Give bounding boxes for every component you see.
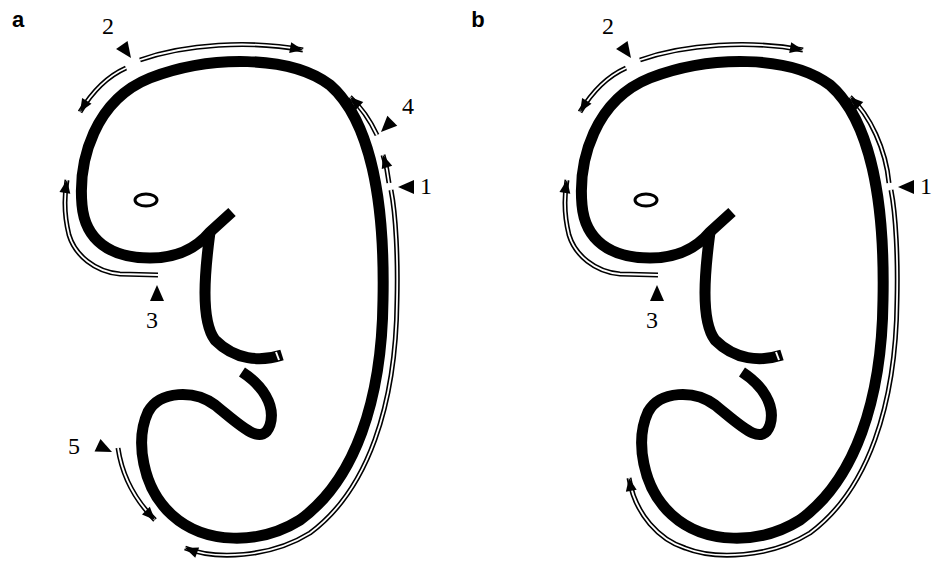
arrow-outline [629, 190, 897, 555]
arrow-outline [65, 180, 158, 275]
embryo-outline [581, 62, 883, 539]
growth-arrow [626, 190, 897, 555]
callout-pointer [650, 285, 664, 301]
arrow-core [850, 97, 889, 183]
tip-mark [776, 352, 779, 360]
callout-number: 3 [146, 308, 158, 332]
arrow-core [350, 97, 377, 135]
callout-number: 4 [402, 94, 414, 118]
arrow-core [118, 448, 155, 520]
callout-number: 1 [420, 174, 432, 198]
callout-pointer [381, 116, 397, 132]
callout-pointer [616, 41, 631, 58]
tip-mark [276, 352, 279, 360]
arrow-core [580, 68, 626, 112]
growth-arrow [580, 68, 626, 112]
arrow-outline [580, 68, 626, 112]
arrow-core [80, 68, 126, 112]
arrow-core [140, 45, 303, 60]
arrow-head [580, 98, 591, 112]
growth-arrow [80, 68, 126, 112]
arrow-head [80, 98, 91, 112]
arrow-core [640, 45, 803, 60]
arrow-outline [140, 45, 303, 60]
arrow-outline [350, 97, 377, 135]
arrow-outline [185, 190, 397, 555]
arrow-head [185, 547, 199, 557]
arrow-core [185, 190, 397, 555]
callout-pointer [116, 41, 131, 58]
arrow-outline [640, 45, 803, 60]
panel-letter: b [471, 9, 484, 31]
growth-arrow [382, 155, 392, 183]
arrow-core [565, 180, 658, 275]
embryo-eye [635, 194, 657, 206]
callout-number: 1 [920, 174, 932, 198]
callout-pointer [95, 439, 112, 452]
growth-arrow [559, 180, 658, 275]
embryo-outline [205, 232, 282, 359]
growth-arrow [59, 180, 158, 275]
arrow-outline [565, 180, 658, 275]
embryo-panel [59, 41, 414, 558]
arrow-core [65, 180, 158, 275]
arrow-head [289, 42, 303, 53]
callout-number: 3 [646, 308, 658, 332]
callout-pointer [398, 180, 414, 194]
growth-arrow [185, 190, 397, 558]
callout-number: 5 [68, 434, 80, 458]
arrow-head [559, 180, 570, 194]
arrow-outline [80, 68, 126, 112]
arrow-head [789, 42, 803, 53]
embryo-outline [81, 62, 383, 539]
panel-letter: a [12, 9, 24, 31]
arrow-outline [850, 97, 889, 183]
growth-arrow [640, 42, 803, 60]
growth-arrow [850, 97, 889, 183]
callout-number: 2 [602, 14, 614, 38]
embryo-outline [705, 232, 782, 359]
callout-pointer [150, 285, 164, 301]
embryo-panel [559, 41, 914, 555]
embryo-eye [135, 194, 157, 206]
growth-arrow [118, 448, 155, 520]
arrow-head [59, 180, 70, 194]
arrow-head [850, 97, 863, 110]
arrow-head [350, 97, 363, 110]
callout-pointer [898, 180, 914, 194]
growth-arrow [140, 42, 303, 60]
growth-arrow [350, 97, 377, 135]
arrow-head [382, 155, 392, 169]
callout-number: 2 [102, 14, 114, 38]
arrow-head [142, 507, 155, 520]
arrow-core [629, 190, 897, 555]
arrow-outline [118, 448, 155, 520]
arrow-head [626, 478, 637, 492]
